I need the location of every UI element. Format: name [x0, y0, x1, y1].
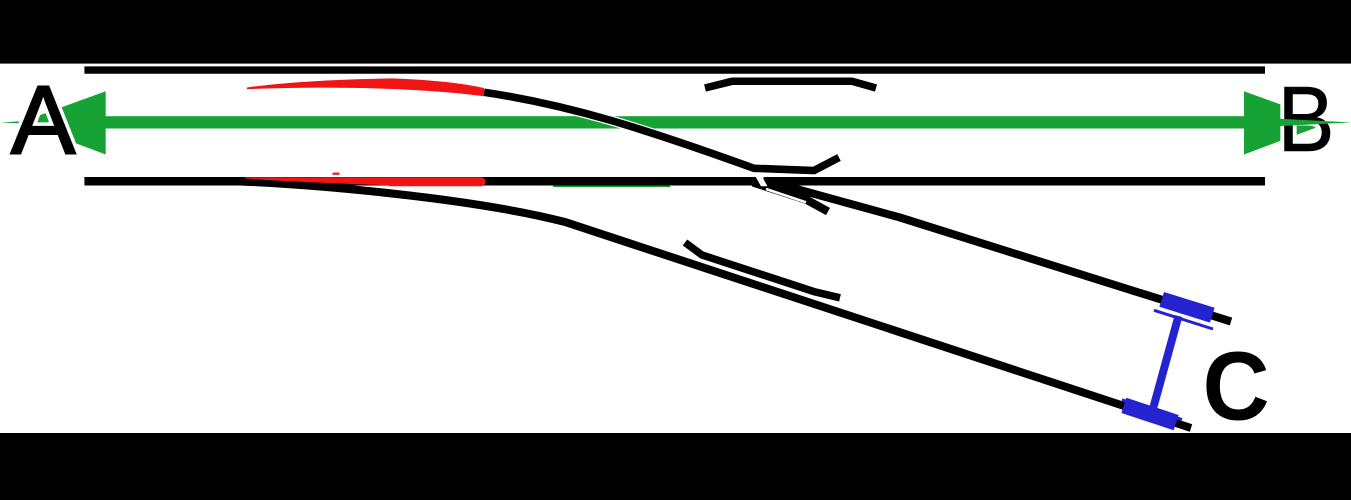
svg-text:B: B	[1278, 67, 1335, 171]
svg-text:A: A	[11, 66, 76, 175]
svg-text:C: C	[1203, 333, 1270, 441]
svg-text:A: A	[11, 66, 76, 175]
svg-text:B: B	[1278, 67, 1335, 171]
